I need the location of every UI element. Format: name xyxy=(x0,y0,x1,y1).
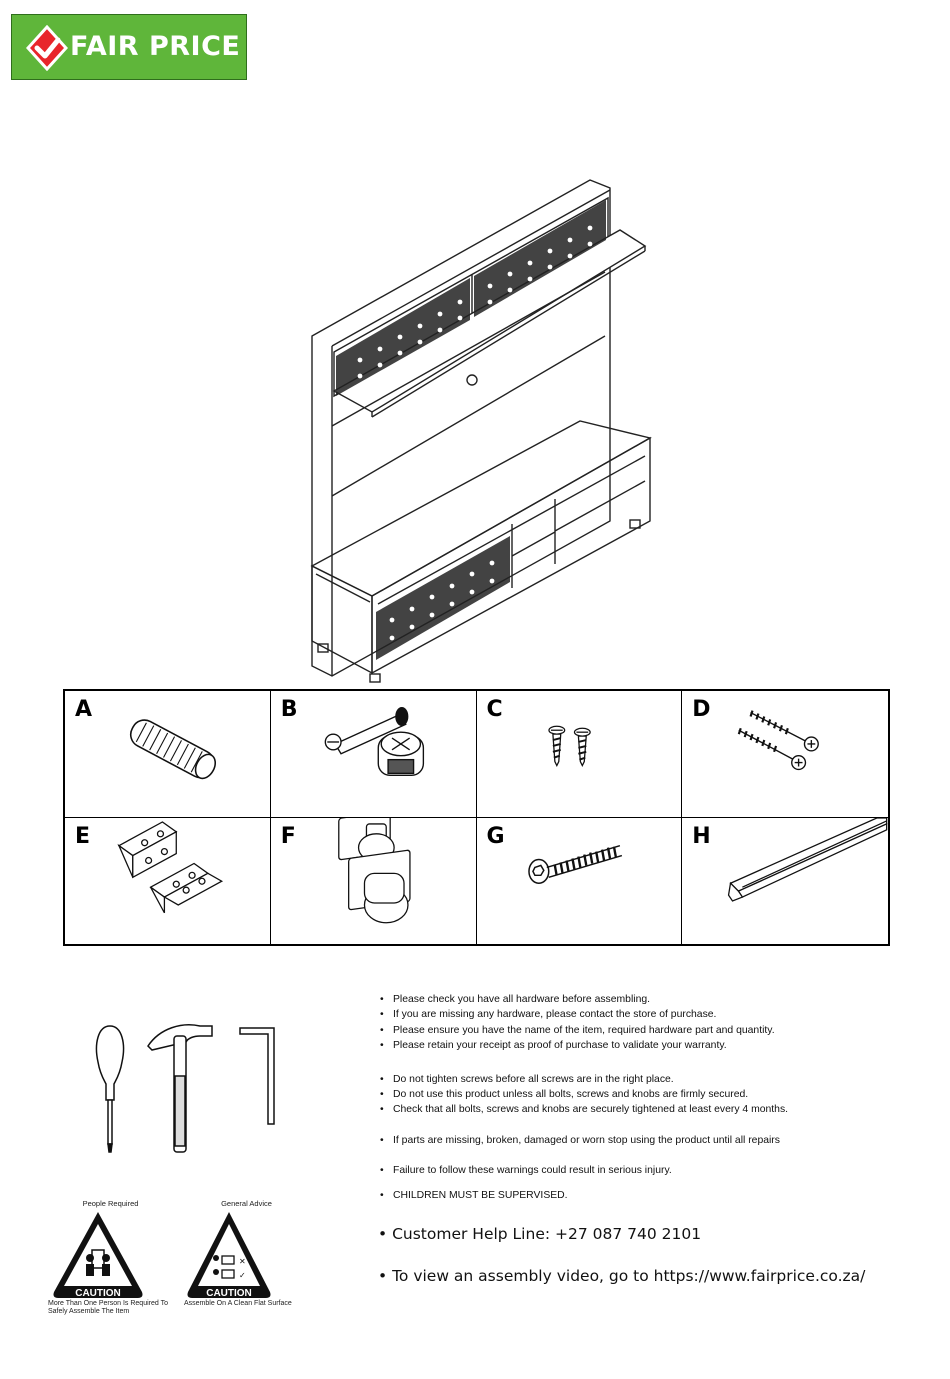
part-cell-d: D xyxy=(682,691,888,818)
rail-track-icon xyxy=(728,817,888,902)
note-item: Failure to follow these warnings could r… xyxy=(380,1163,900,1179)
part-cell-g: G xyxy=(477,817,683,944)
note-item: Do not use this product unless all bolts… xyxy=(380,1087,900,1103)
part-cell-e: E xyxy=(65,817,271,944)
part-letter: G xyxy=(486,823,505,849)
note-item: Check that all bolts, screws and knobs a… xyxy=(380,1102,900,1118)
part-cell-a: A xyxy=(65,691,271,818)
badge-title: General Advice xyxy=(221,1199,272,1208)
badge-title: People Required xyxy=(82,1199,139,1208)
brand-name: FAIR PRICE xyxy=(70,31,241,62)
caution-label: CAUTION xyxy=(75,1288,121,1299)
badge-caption: Assemble On A Clean Flat Surface xyxy=(184,1300,292,1307)
part-cell-f: F xyxy=(271,817,477,944)
caution-triangle-icon: CAUTION xyxy=(53,1212,143,1299)
cam-bolt-and-lock-icon xyxy=(324,706,424,777)
part-letter: A xyxy=(75,697,93,722)
people-required-badge: People Required CAUTION More Than One Pe… xyxy=(48,1199,173,1316)
tv-unit-illustration xyxy=(310,179,652,683)
part-cell-h: H xyxy=(682,817,888,945)
shelf-support-icon xyxy=(337,817,411,923)
caution-label: CAUTION xyxy=(206,1288,252,1299)
allen-bolt-icon xyxy=(527,844,622,884)
hammer-icon xyxy=(147,1024,213,1153)
short-screws-icon xyxy=(547,725,591,767)
assembly-video-link[interactable]: • To view an assembly video, go to https… xyxy=(378,1267,866,1285)
notes-group-warning: Failure to follow these warnings could r… xyxy=(380,1163,900,1179)
part-cell-b: B xyxy=(270,691,477,818)
part-letter: C xyxy=(486,697,503,722)
note-item: Please check you have all hardware befor… xyxy=(380,992,900,1008)
check-diamond-icon xyxy=(26,25,68,71)
note-item: Please ensure you have the name of the i… xyxy=(380,1023,900,1039)
note-item: If parts are missing, broken, damaged or… xyxy=(380,1133,900,1149)
part-letter: H xyxy=(692,823,711,849)
svg-text:✓: ✓ xyxy=(239,1271,246,1280)
customer-help-line: • Customer Help Line: +27 087 740 2101 xyxy=(378,1225,702,1243)
wooden-dowel-icon xyxy=(129,719,217,780)
notes-group-repairs: If parts are missing, broken, damaged or… xyxy=(380,1133,900,1149)
note-item: If you are missing any hardware, please … xyxy=(380,1007,900,1023)
general-advice-badge: General Advice CAUTION ✕ ✓ Assemble On A… xyxy=(184,1199,309,1308)
part-letter: B xyxy=(280,697,298,722)
part-letter: D xyxy=(692,697,711,722)
note-item: CHILDREN MUST BE SUPERVISED. xyxy=(380,1188,900,1204)
caution-triangle-icon: CAUTION ✕ ✓ xyxy=(187,1212,271,1299)
corner-brackets-icon xyxy=(117,820,224,913)
part-cell-c: C xyxy=(476,691,683,818)
notes-group-hardware: Please check you have all hardware befor… xyxy=(380,992,900,1054)
note-item: Do not tighten screws before all screws … xyxy=(380,1072,900,1088)
allen-key-icon xyxy=(239,1027,275,1125)
screwdriver-icon xyxy=(95,1025,125,1153)
hardware-parts-grid: A B xyxy=(63,689,890,946)
required-tools xyxy=(95,1024,275,1153)
svg-text:✕: ✕ xyxy=(239,1257,246,1266)
assembly-notes: Please check you have all hardware befor… xyxy=(380,992,900,1203)
long-screws-icon xyxy=(738,710,820,771)
badge-caption: More Than One Person Is Required To Safe… xyxy=(48,1300,168,1315)
part-letter: F xyxy=(280,823,296,849)
notes-group-children: CHILDREN MUST BE SUPERVISED. xyxy=(380,1188,900,1204)
fair-price-logo: FAIR PRICE xyxy=(11,14,247,80)
note-item: Please retain your receipt as proof of p… xyxy=(380,1038,900,1054)
part-letter: E xyxy=(75,823,91,849)
notes-group-screws: Do not tighten screws before all screws … xyxy=(380,1072,900,1119)
